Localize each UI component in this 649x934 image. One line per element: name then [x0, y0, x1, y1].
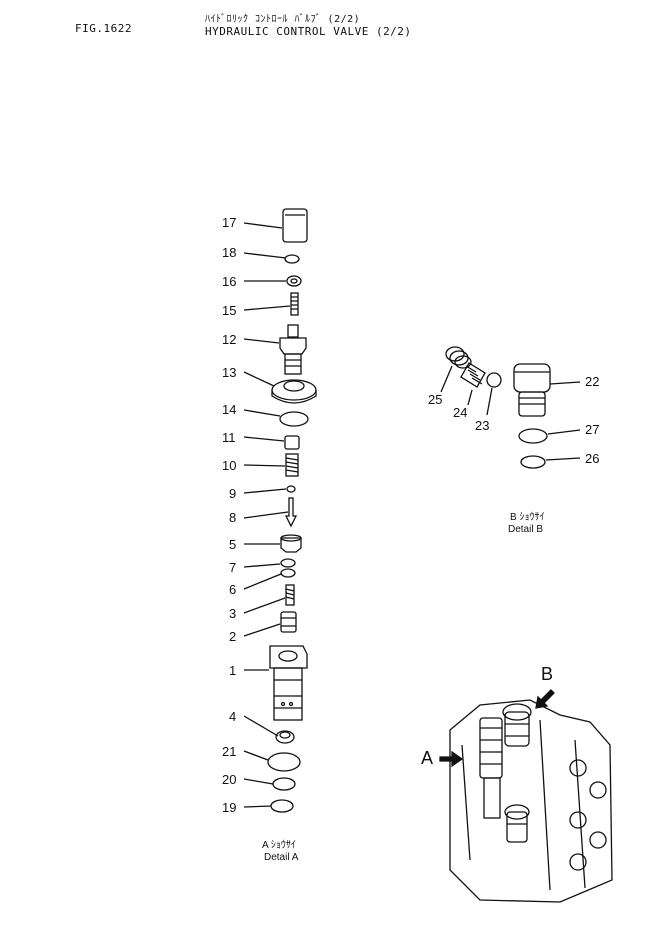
part-label: 17 — [222, 215, 237, 230]
part-label: 22 — [585, 374, 600, 389]
part-12-plug — [279, 324, 307, 375]
part-label: 6 — [229, 582, 237, 597]
part-14-o-ring — [279, 411, 309, 427]
part-19-o-ring — [270, 799, 294, 813]
title-english: HYDRAULIC CONTROL VALVE (2/2) — [205, 25, 412, 38]
part-label: 15 — [222, 303, 237, 318]
part-label: 13 — [222, 365, 237, 380]
part-22-plug — [513, 363, 551, 417]
part-7-ring — [280, 558, 296, 568]
marker-a: A — [421, 748, 434, 768]
valve-assembly-view — [449, 699, 613, 903]
part-4-plug — [275, 730, 295, 744]
figure-number: FIG.1622 — [75, 22, 132, 35]
part-label: 16 — [222, 274, 237, 289]
part-11-piston — [284, 435, 300, 450]
part-23-ball — [486, 372, 502, 388]
detail-b-caption: Detail B — [508, 524, 544, 535]
part-26-o-ring — [520, 455, 546, 469]
part-label: 10 — [222, 458, 237, 473]
part-label: 8 — [229, 510, 237, 525]
detail-b-caption-jp: B ｼｮｳｻｲ — [510, 512, 545, 523]
part-label: 4 — [229, 709, 237, 724]
part-15-screw — [290, 292, 299, 316]
part-label: 27 — [585, 422, 600, 437]
part-label: 21 — [222, 744, 237, 759]
part-25-spring — [445, 346, 472, 369]
part-24-spring — [460, 362, 486, 388]
part-label: 7 — [229, 560, 237, 575]
title-japanese: ﾊｲﾄﾞﾛﾘｯｸ ｺﾝﾄﾛｰﾙ ﾊﾞﾙﾌﾞ (2/2) — [205, 14, 361, 25]
part-label: 2 — [229, 629, 237, 644]
part-label: 23 — [475, 418, 490, 433]
part-3-spring — [285, 584, 295, 606]
part-label: 24 — [453, 405, 468, 420]
part-label: 3 — [229, 606, 237, 621]
part-5-sleeve — [280, 534, 302, 553]
arrow-b-icon — [535, 689, 555, 709]
arrow-a-icon — [439, 750, 464, 768]
part-label: 20 — [222, 772, 237, 787]
part-label: 26 — [585, 451, 600, 466]
part-label: 18 — [222, 245, 237, 260]
part-label: 1 — [229, 663, 237, 678]
part-1-valve-body — [269, 645, 308, 721]
part-label: 11 — [222, 430, 236, 445]
detail-a-caption: Detail A — [264, 852, 299, 863]
part-label: 9 — [229, 486, 237, 501]
part-label: 25 — [428, 392, 443, 407]
part-10-spring — [285, 453, 299, 477]
part-17-cap — [282, 208, 308, 243]
part-20-o-ring — [272, 777, 296, 791]
part-9-seat — [286, 485, 296, 493]
part-6-ring — [280, 568, 296, 578]
part-label: 12 — [222, 332, 237, 347]
detail-a-caption-jp: A ｼｮｳｻｲ — [262, 840, 296, 851]
part-2-spool — [280, 611, 297, 633]
part-label: 19 — [222, 800, 237, 815]
part-27-o-ring — [518, 428, 548, 444]
part-label: 5 — [229, 537, 237, 552]
part-13-locknut — [271, 379, 317, 404]
part-8-poppet — [284, 497, 298, 528]
part-21-o-ring — [267, 752, 301, 772]
part-18-ring — [284, 254, 300, 264]
marker-b: B — [541, 664, 554, 684]
part-16-nut — [286, 275, 302, 287]
part-label: 14 — [222, 402, 237, 417]
